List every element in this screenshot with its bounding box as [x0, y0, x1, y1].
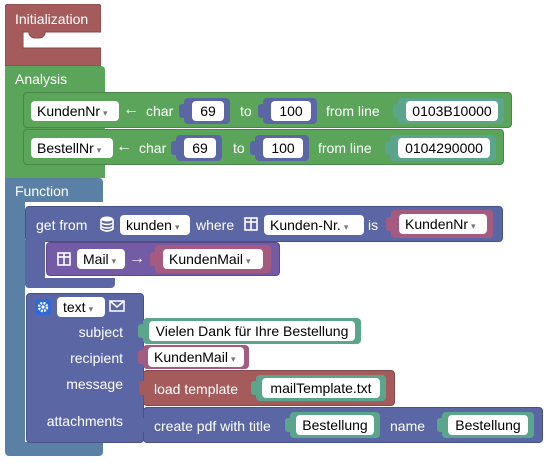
from-line-label: from line	[318, 140, 372, 156]
function-block-spine	[5, 200, 25, 448]
create-pdf-block[interactable]: create pdf with title Bestellung name Be…	[139, 407, 543, 443]
line-text-block[interactable]: 0104290000	[385, 135, 496, 161]
get-from-block-spine	[25, 240, 45, 285]
to-number-field[interactable]: 100	[271, 101, 311, 121]
char-label: char	[146, 103, 174, 119]
template-text-field[interactable]: mailTemplate.txt	[262, 378, 380, 398]
function-block[interactable]: Function	[5, 178, 103, 202]
var-getter-dropdown[interactable]: KundenNr▾	[399, 214, 487, 234]
from-number-block[interactable]: 69	[171, 135, 222, 161]
pdf-name-block[interactable]: Bestellung	[437, 412, 534, 438]
var-dropdown-bestellnr[interactable]: BestellNr▾	[31, 138, 113, 158]
connector-tab	[138, 324, 146, 338]
from-number-field[interactable]: 69	[184, 138, 216, 158]
load-template-label: load template	[154, 381, 239, 397]
connector-tab	[250, 141, 258, 155]
var-dropdown-kundennr[interactable]: KundenNr▾	[31, 101, 119, 121]
pdf-name-field[interactable]: Bestellung	[448, 415, 528, 435]
gear-icon[interactable]	[35, 299, 51, 315]
function-block-bottom	[5, 442, 103, 456]
subject-label: subject	[78, 324, 123, 340]
name-label: name	[390, 418, 426, 434]
assign-block-bestellnr[interactable]: BestellNr▾ ← char 69 to 100 from line 01…	[23, 129, 504, 165]
field-mapping-block[interactable]: Mail▾ → KundenMail▾	[46, 242, 280, 276]
connector-tab	[138, 350, 146, 364]
pdf-title-field[interactable]: Bestellung	[296, 415, 374, 435]
column-dropdown[interactable]: Kunden-Nr.▾	[264, 215, 364, 235]
assign-block-kundennr[interactable]: KundenNr▾ ← char 69 to 100 from line 010…	[23, 92, 512, 128]
envelope-icon	[109, 300, 125, 312]
to-number-block[interactable]: 100	[258, 98, 317, 124]
where-label: where	[196, 217, 235, 233]
from-number-block[interactable]: 69	[179, 98, 230, 124]
subject-text-field[interactable]: Vielen Dank für Ihre Bestellung	[149, 321, 355, 341]
attachments-label: attachments	[46, 413, 123, 429]
initialization-block-shape	[5, 4, 101, 66]
get-from-label: get from	[36, 217, 88, 233]
is-label: is	[368, 217, 379, 233]
connector-tab	[179, 104, 187, 118]
table-dropdown[interactable]: kunden▾	[120, 215, 190, 235]
analysis-label: Analysis	[15, 71, 68, 87]
get-from-block[interactable]: get from kunden▾ where Kunden-Nr.▾ is Ku…	[25, 206, 503, 242]
connector-tab	[285, 418, 293, 432]
connector-tab	[139, 381, 147, 395]
format-dropdown[interactable]: text▾	[57, 297, 105, 317]
var-getter-block[interactable]: KundenNr▾	[386, 210, 493, 238]
recipient-var-dropdown[interactable]: KundenMail▾	[148, 347, 244, 367]
connector-tab	[258, 104, 266, 118]
recipient-label: recipient	[70, 350, 123, 366]
table-icon	[244, 217, 258, 231]
assign-arrow-icon: ←	[116, 138, 132, 155]
to-label: to	[240, 103, 252, 119]
database-icon	[100, 216, 114, 232]
function-label: Function	[15, 183, 69, 199]
initialization-label: Initialization	[15, 11, 89, 27]
connector-tab	[251, 381, 259, 395]
connector-tab	[150, 252, 158, 266]
to-label: to	[233, 140, 245, 156]
target-var-dropdown[interactable]: KundenMail▾	[163, 249, 263, 269]
template-text-block[interactable]: mailTemplate.txt	[251, 375, 386, 401]
message-label: message	[66, 376, 123, 392]
from-line-label: from line	[326, 103, 380, 119]
connector-tab	[139, 418, 147, 432]
mail-field-dropdown[interactable]: Mail▾	[77, 249, 125, 269]
connector-tab	[393, 104, 401, 118]
to-number-field[interactable]: 100	[263, 138, 303, 158]
line-text-field[interactable]: 0103B10000	[406, 101, 498, 121]
initialization-block[interactable]: Initialization	[5, 4, 101, 66]
assign-arrow-icon: ←	[123, 101, 139, 118]
get-from-block-bottom	[25, 278, 115, 288]
connector-tab	[386, 217, 394, 231]
table-icon	[57, 252, 71, 266]
recipient-var-block[interactable]: KundenMail▾	[138, 345, 249, 369]
load-template-block[interactable]: load template mailTemplate.txt	[139, 370, 395, 406]
connector-tab	[437, 418, 445, 432]
subject-text-block[interactable]: Vielen Dank für Ihre Bestellung	[138, 318, 361, 344]
target-var-block[interactable]: KundenMail▾	[150, 245, 271, 273]
from-number-field[interactable]: 69	[192, 101, 224, 121]
connector-tab	[385, 141, 393, 155]
create-pdf-label: create pdf with title	[154, 418, 271, 434]
analysis-block-bottom	[5, 168, 105, 178]
map-arrow-icon: →	[129, 250, 145, 267]
line-text-block[interactable]: 0103B10000	[393, 98, 504, 124]
to-number-block[interactable]: 100	[250, 135, 309, 161]
line-text-field[interactable]: 0104290000	[398, 138, 490, 158]
connector-tab	[171, 141, 179, 155]
pdf-title-block[interactable]: Bestellung	[285, 412, 380, 438]
char-label: char	[139, 140, 167, 156]
send-mail-block[interactable]: text▾ subject recipient message attachme…	[26, 293, 144, 443]
